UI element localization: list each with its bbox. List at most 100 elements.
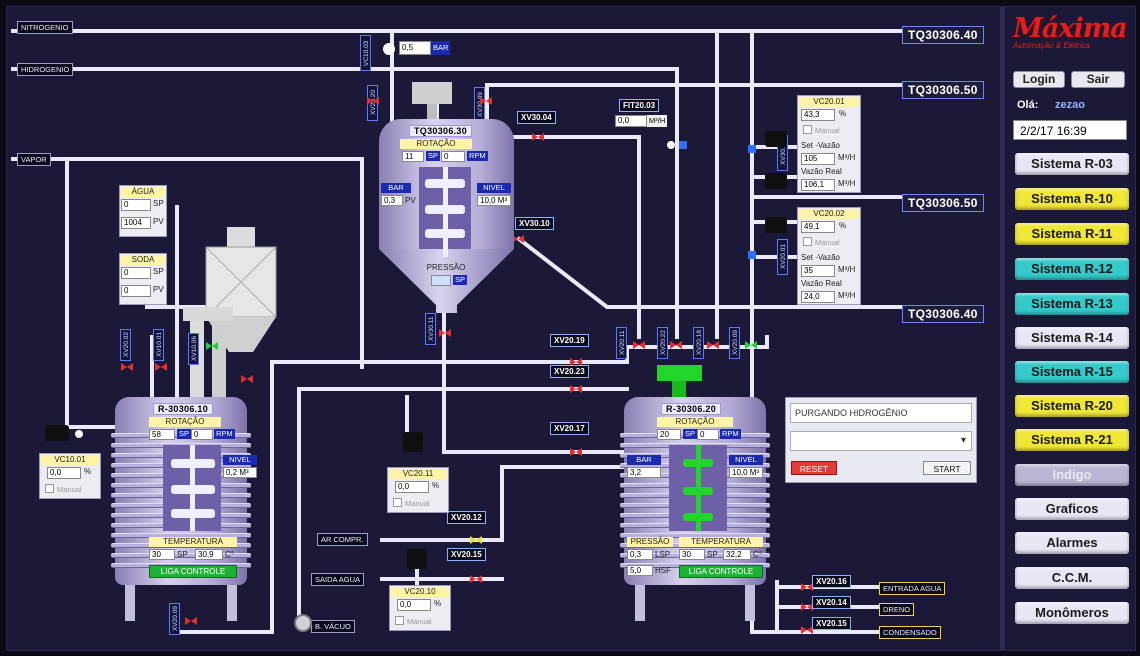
system-r13-button[interactable]: Sistema R-13	[1015, 293, 1129, 315]
vtag-8[interactable]: XV20.11	[616, 327, 627, 359]
valve-xv2012[interactable]	[470, 536, 482, 544]
dest-tq-4[interactable]: TQ30306.40	[902, 305, 984, 323]
system-r10-button[interactable]: Sistema R-10	[1015, 188, 1129, 210]
login-button[interactable]: Login	[1013, 71, 1065, 88]
vc2011-actuator-icon[interactable]	[403, 432, 423, 452]
vtag-9[interactable]: XV20.22	[657, 327, 668, 359]
valve-xv2009b[interactable]	[745, 341, 757, 349]
r10-liga-controle-button[interactable]: LIGA CONTROLE	[149, 565, 237, 578]
valve-xv2015[interactable]	[470, 575, 482, 583]
tag-xv2015[interactable]: XV20.15	[447, 548, 486, 561]
vc1001-value[interactable]: 0,0	[47, 467, 81, 479]
sair-button[interactable]: Sair	[1071, 71, 1125, 88]
vc2001-value[interactable]: 43,3	[801, 109, 835, 121]
dest-tq-3[interactable]: TQ30306.50	[902, 194, 984, 212]
tag-xv2015b[interactable]: XV20.15	[812, 617, 851, 630]
dest-tq-2[interactable]: TQ30306.50	[902, 81, 984, 99]
indigo-button[interactable]: Indigo	[1015, 464, 1129, 486]
vc2010-value[interactable]: 0,0	[397, 599, 431, 611]
vtag-0[interactable]: VC10.03	[360, 35, 371, 71]
r10-rotation-sp[interactable]: 0	[191, 429, 213, 440]
dest-tq-1[interactable]: TQ30306.40	[902, 26, 984, 44]
vc2010-actuator-icon[interactable]	[407, 549, 427, 569]
vtag-6[interactable]: XV10.01	[153, 329, 164, 361]
tag-xv2017[interactable]: XV20.17	[550, 422, 589, 435]
tq-rotation-sp[interactable]: 0	[441, 151, 465, 162]
valve-xv3004[interactable]	[532, 133, 544, 141]
valve-hopper[interactable]	[206, 342, 218, 350]
r20-lsp-value[interactable]: 0,3	[627, 549, 653, 560]
valve-xv2018[interactable]	[670, 341, 682, 349]
valve-xv2016[interactable]	[801, 583, 813, 591]
vtag-15[interactable]: XV30.11	[425, 313, 436, 345]
vc1001-actuator-icon[interactable]	[45, 425, 69, 441]
r20-hsf-value[interactable]: 5,0	[627, 565, 653, 576]
vc2011-manual-checkbox[interactable]: Manual	[393, 498, 430, 509]
vc1001-manual-checkbox[interactable]: Manual	[45, 484, 82, 495]
valve-xv2014[interactable]	[801, 603, 813, 611]
monomeros-button[interactable]: Monômeros	[1015, 602, 1129, 624]
valve-xv3010[interactable]	[512, 235, 524, 243]
reset-button[interactable]: RESET	[791, 461, 837, 475]
tag-xv2016[interactable]: XV20.16	[812, 575, 851, 588]
tq-pressao-value[interactable]	[431, 275, 451, 286]
r10-temp-sp[interactable]: 30	[149, 549, 175, 560]
r20-name[interactable]: R-30306.20	[661, 403, 722, 415]
tag-xv2019[interactable]: XV20.19	[550, 334, 589, 347]
valve-xv2017[interactable]	[570, 448, 582, 456]
vc2002-value[interactable]: 49,1	[801, 221, 835, 233]
graficos-button[interactable]: Graficos	[1015, 498, 1129, 520]
system-r03-button[interactable]: Sistema R-03	[1015, 153, 1129, 175]
fit-title[interactable]: FIT20.03	[619, 99, 660, 112]
vtag-4[interactable]: XV20.01	[777, 239, 788, 275]
ccm-button[interactable]: C.C.M.	[1015, 567, 1129, 589]
tag-xv3004[interactable]: XV30.04	[517, 111, 556, 124]
valve-xv2011[interactable]	[241, 375, 253, 383]
valve-xv2022[interactable]	[633, 341, 645, 349]
valve-xv2019[interactable]	[570, 358, 582, 366]
vc2002-valve-icon[interactable]	[765, 217, 787, 233]
r20-rotation-sp[interactable]: 0	[697, 429, 719, 440]
valve-2[interactable]	[480, 97, 492, 105]
vtag-5[interactable]: XV20.02	[120, 329, 131, 361]
r20-temp-sp[interactable]: 30	[679, 549, 705, 560]
start-button[interactable]: START	[923, 461, 971, 475]
tq-name[interactable]: TQ30306.30	[409, 125, 473, 137]
system-r21-button[interactable]: Sistema R-21	[1015, 429, 1129, 451]
valve-r10-bottom[interactable]	[185, 617, 197, 625]
vtag-7[interactable]: XV10.06	[188, 333, 199, 365]
vc2010-manual-checkbox[interactable]: Manual	[395, 616, 432, 627]
vtag-10[interactable]: XV20.18	[693, 327, 704, 359]
tag-xv3010[interactable]: XV30.10	[515, 217, 554, 230]
r10-name[interactable]: R-30306.10	[153, 403, 214, 415]
vc2002-set-value[interactable]: 35	[801, 265, 835, 277]
status-dropdown[interactable]: ▾	[790, 431, 972, 451]
valve-xv2015b[interactable]	[801, 626, 813, 634]
agua-sp-value[interactable]: 0	[121, 199, 151, 211]
vc2011-value[interactable]: 0,0	[395, 481, 429, 493]
vc2001-valve2-icon[interactable]	[765, 173, 787, 189]
r20-liga-controle-button[interactable]: LIGA CONTROLE	[679, 565, 763, 578]
soda-sp-value[interactable]: 0	[121, 267, 151, 279]
system-r15-button[interactable]: Sistema R-15	[1015, 361, 1129, 383]
vtag-11[interactable]: XV20.09	[729, 327, 740, 359]
valve-xv1001[interactable]	[121, 363, 133, 371]
system-r20-button[interactable]: Sistema R-20	[1015, 395, 1129, 417]
vacuum-pump-icon[interactable]	[294, 614, 312, 632]
system-r11-button[interactable]: Sistema R-11	[1015, 223, 1129, 245]
tag-xv2012[interactable]: XV20.12	[447, 511, 486, 524]
vtag-12[interactable]: XV20.09	[169, 603, 180, 635]
system-r14-button[interactable]: Sistema R-14	[1015, 327, 1129, 349]
valve-xv2009[interactable]	[707, 341, 719, 349]
system-r12-button[interactable]: Sistema R-12	[1015, 258, 1129, 280]
vc2001-valve-icon[interactable]	[765, 131, 787, 147]
alarmes-button[interactable]: Alarmes	[1015, 532, 1129, 554]
valve-1[interactable]	[367, 97, 379, 105]
valve-xv1006[interactable]	[155, 363, 167, 371]
tag-xv2023[interactable]: XV20.23	[550, 365, 589, 378]
tag-xv2014[interactable]: XV20.14	[812, 596, 851, 609]
vc2002-manual-checkbox[interactable]: Manual	[803, 237, 840, 248]
vtag-2[interactable]: XV30.09	[474, 87, 485, 123]
vc2001-set-value[interactable]: 105	[801, 153, 835, 165]
valve-xv3011[interactable]	[439, 329, 451, 337]
